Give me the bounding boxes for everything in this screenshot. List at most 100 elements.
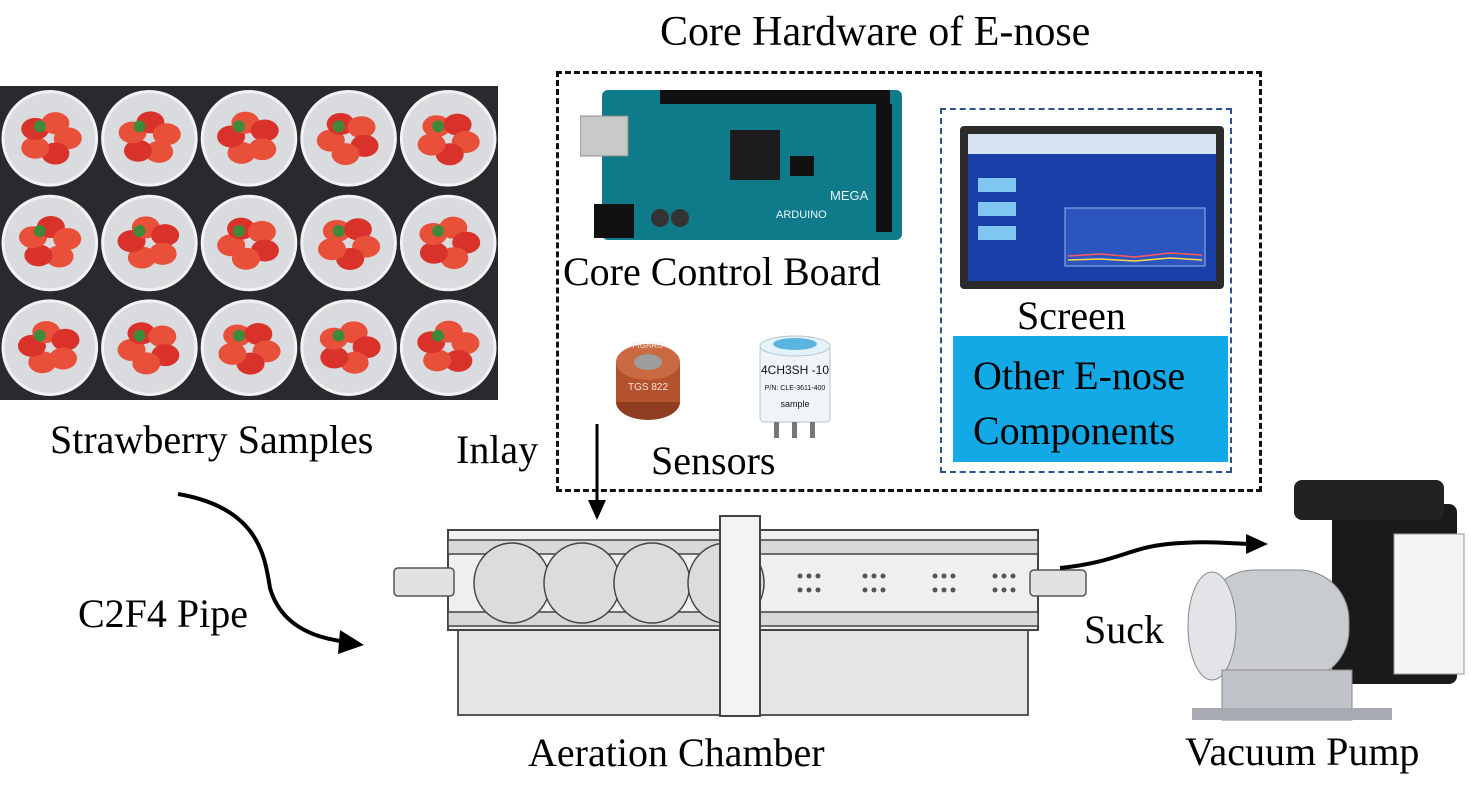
strawberry-jar (300, 90, 397, 187)
strawberry-jar (300, 299, 397, 396)
strawberry (152, 123, 181, 146)
other-components-boundary (940, 108, 1232, 473)
strawberry-jar (300, 194, 397, 292)
strawberry-leaf (233, 329, 245, 342)
chamber-hole (1001, 573, 1007, 579)
strawberry-leaf (332, 329, 345, 342)
chamber-hole (932, 587, 938, 593)
chamber-hole (806, 573, 812, 579)
svg-text:TGS 822: TGS 822 (628, 382, 668, 393)
chamber-hole (1010, 573, 1016, 579)
strawberry-leaf (133, 329, 146, 342)
chamber-hole (871, 573, 877, 579)
strawberry (145, 140, 174, 163)
svg-text:ARDUINO: ARDUINO (776, 209, 827, 221)
aeration-chamber-image (393, 515, 1087, 717)
strawberry-jar (200, 194, 298, 292)
strawberry-samples-label: Strawberry Samples (50, 417, 374, 462)
strawberry (51, 328, 80, 351)
chamber-hole (1001, 587, 1007, 593)
strawberry-samples-photo (0, 86, 498, 400)
other-components-line1: Other E-nose (973, 353, 1186, 398)
chamber-hole (950, 587, 956, 593)
other-components-line2: Components (973, 408, 1176, 453)
strawberry-jar (101, 90, 198, 187)
strawberry-jar (1, 194, 99, 292)
core-control-board-image: ARDUINO MEGA (580, 90, 902, 240)
strawberry-jar (399, 194, 497, 292)
strawberry-leaf (332, 120, 345, 133)
svg-text:FIGARO: FIGARO (633, 341, 664, 350)
diagram-title: Core Hardware of E-nose (660, 9, 1091, 55)
suck-label: Suck (1084, 607, 1164, 652)
chamber-hole (862, 587, 868, 593)
chamber-hole (950, 573, 956, 579)
chamber-hole (797, 573, 803, 579)
chamber-hole (992, 587, 998, 593)
strawberry-jar (1, 299, 99, 396)
strawberry-leaf (33, 329, 46, 342)
strawberry-jar (399, 90, 497, 187)
strawberry-jar (200, 90, 298, 187)
chamber-hole (862, 573, 868, 579)
strawberry (231, 247, 260, 270)
other-components-box: Other E-nose Components (953, 336, 1228, 462)
strawberry (148, 325, 177, 348)
svg-text:P/N: CLE-3611-400: P/N: CLE-3611-400 (765, 385, 826, 392)
strawberry-leaf (233, 120, 245, 133)
strawberry-leaf (233, 225, 245, 237)
inlay-arrow (588, 424, 606, 520)
strawberry (318, 238, 347, 261)
strawberry-leaf (133, 120, 146, 133)
strawberry (423, 349, 452, 372)
chamber-hole (992, 573, 998, 579)
strawberry (244, 322, 273, 345)
strawberry (248, 138, 277, 161)
screen-image (960, 126, 1224, 289)
suck-arrow (1059, 534, 1268, 570)
chamber-hole (806, 587, 812, 593)
strawberry (53, 227, 82, 250)
strawberry-jar (101, 194, 198, 292)
strawberry (148, 242, 177, 265)
inlay-label: Inlay (456, 427, 539, 472)
core-hardware-boundary (556, 71, 1262, 492)
strawberry-leaf (432, 225, 445, 237)
strawberry (21, 136, 50, 159)
screen-label: Screen (1017, 293, 1126, 338)
c2f4-pipe-arrow (177, 492, 364, 654)
strawberry-jar (399, 299, 497, 396)
strawberry-leaf (33, 225, 46, 237)
svg-text:4CH3SH -10: 4CH3SH -10 (761, 363, 829, 377)
strawberry (49, 347, 78, 370)
strawberry (124, 139, 153, 162)
svg-text:MEGA: MEGA (830, 188, 869, 203)
chamber-hole (880, 573, 886, 579)
strawberry (419, 241, 448, 264)
strawberry (347, 116, 376, 139)
strawberry-jar (101, 299, 198, 396)
strawberry (247, 220, 276, 243)
strawberry (132, 352, 161, 375)
chamber-hole (932, 573, 938, 579)
strawberry (444, 349, 473, 372)
svg-text:sample: sample (780, 399, 809, 409)
core-control-board-label: Core Control Board (563, 249, 881, 294)
tgs822-sensor-image: FIGARO TGS 822 (616, 341, 680, 420)
sensors-label: Sensors (651, 438, 776, 483)
strawberry (41, 112, 70, 135)
chamber-hole (815, 587, 821, 593)
strawberry-leaf (133, 225, 146, 237)
chamber-hole (871, 587, 877, 593)
chamber-hole (815, 573, 821, 579)
strawberry (331, 143, 360, 166)
chamber-hole (797, 587, 803, 593)
strawberry (151, 224, 180, 247)
sensor-disc (613, 542, 691, 624)
strawberry-leaf (432, 120, 445, 133)
strawberry (24, 244, 53, 267)
strawberry-jar (200, 299, 298, 396)
c2f4-pipe-label: C2F4 Pipe (78, 591, 249, 636)
strawberry (250, 119, 279, 142)
cle3611-sensor-image: 4CH3SH -10 P/N: CLE-3611-400 sample (759, 335, 831, 438)
